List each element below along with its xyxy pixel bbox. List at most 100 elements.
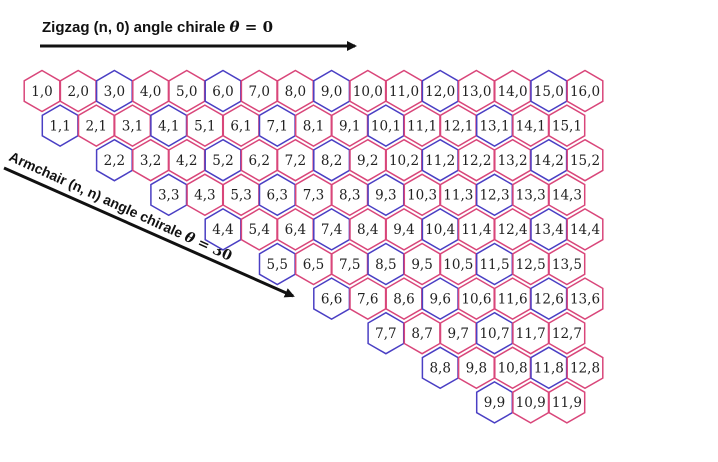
hex-label: 11,0 bbox=[389, 84, 419, 100]
hex-outline bbox=[548, 104, 586, 147]
hex-cell-8-0: 8,0 bbox=[276, 69, 314, 113]
hex-label: 10,1 bbox=[371, 118, 401, 134]
hex-label: 14,1 bbox=[516, 118, 546, 134]
hex-cell-2-1: 2,1 bbox=[77, 104, 115, 147]
hex-cell-13-6: 13,6 bbox=[566, 277, 604, 320]
hex-cell-10-6: 10,6 bbox=[457, 277, 495, 320]
hex-cell-5-1: 5,1 bbox=[186, 104, 224, 147]
hex-cell-10-2: 10,2 bbox=[385, 138, 423, 182]
hex-cell-15-2: 15,2 bbox=[566, 138, 604, 182]
hex-label: 11,8 bbox=[534, 361, 564, 377]
hex-cell-10-9: 10,9 bbox=[512, 381, 550, 424]
hex-label: 3,3 bbox=[158, 188, 179, 204]
hex-label: 9,5 bbox=[411, 257, 432, 273]
hex-label: 12,7 bbox=[552, 326, 582, 342]
hex-cell-12-4: 12,4 bbox=[494, 208, 532, 251]
hex-cell-12-6: 12,6 bbox=[530, 277, 568, 320]
hex-label: 5,1 bbox=[194, 118, 215, 134]
hex-label: 12,1 bbox=[443, 118, 473, 134]
hex-cell-6-6: 6,6 bbox=[313, 277, 351, 320]
hex-label: 6,0 bbox=[212, 84, 233, 100]
hex-cell-10-8: 10,8 bbox=[494, 346, 532, 390]
hex-label: 3,1 bbox=[122, 118, 143, 134]
hex-cell-9-8: 9,8 bbox=[457, 346, 495, 390]
hex-label: 6,6 bbox=[321, 291, 342, 307]
hex-cell-9-9: 9,9 bbox=[475, 381, 514, 424]
hex-cell-2-2: 2,2 bbox=[95, 138, 133, 182]
hex-cell-10-4: 10,4 bbox=[421, 208, 459, 251]
hex-cell-10-0: 10,0 bbox=[349, 69, 387, 113]
hex-outline bbox=[566, 138, 604, 182]
hex-cell-13-0: 13,0 bbox=[457, 69, 495, 113]
hex-cell-4-0: 4,0 bbox=[132, 69, 170, 113]
hex-cell-14-0: 14,0 bbox=[494, 69, 532, 113]
hex-label: 11,9 bbox=[552, 395, 582, 411]
hex-label: 9,9 bbox=[484, 395, 505, 411]
hex-cell-5-2: 5,2 bbox=[204, 138, 242, 182]
hex-label: 8,2 bbox=[321, 153, 342, 169]
hex-label: 10,4 bbox=[425, 222, 455, 238]
hex-cell-15-0: 15,0 bbox=[530, 69, 568, 113]
hex-cell-6-1: 6,1 bbox=[222, 104, 260, 147]
hex-cell-8-7: 8,7 bbox=[403, 311, 441, 355]
hex-cell-1-1: 1,1 bbox=[41, 104, 79, 147]
hex-label: 4,0 bbox=[140, 84, 161, 100]
hex-label: 11,3 bbox=[443, 188, 473, 204]
hex-cell-12-3: 12,3 bbox=[475, 173, 514, 217]
hex-label: 10,7 bbox=[479, 326, 509, 342]
hex-cell-8-6: 8,6 bbox=[385, 277, 423, 320]
hex-cell-15-1: 15,1 bbox=[548, 104, 586, 147]
hex-cell-14-1: 14,1 bbox=[512, 104, 550, 147]
zigzag-theta: θ bbox=[230, 18, 240, 36]
hex-label: 7,0 bbox=[248, 84, 269, 100]
hex-label: 10,3 bbox=[407, 188, 437, 204]
hex-label: 14,3 bbox=[552, 188, 582, 204]
hex-cell-4-4: 4,4 bbox=[204, 208, 242, 251]
hex-cell-7-1: 7,1 bbox=[258, 104, 296, 147]
hex-cell-6-3: 6,3 bbox=[258, 173, 296, 217]
hex-cell-8-4: 8,4 bbox=[349, 208, 387, 251]
hex-label: 12,4 bbox=[498, 222, 528, 238]
hex-cell-4-1: 4,1 bbox=[150, 104, 188, 147]
hex-label: 13,6 bbox=[570, 291, 600, 307]
hex-label: 8,4 bbox=[357, 222, 378, 238]
hex-label: 9,1 bbox=[339, 118, 360, 134]
hex-label: 4,1 bbox=[158, 118, 179, 134]
hex-label: 8,1 bbox=[303, 118, 324, 134]
hex-cell-10-3: 10,3 bbox=[403, 173, 441, 217]
hex-cell-6-5: 6,5 bbox=[294, 242, 333, 286]
hex-cell-9-1: 9,1 bbox=[331, 104, 369, 147]
zigzag-label-prefix: Zigzag (n, 0) angle chirale bbox=[42, 19, 230, 36]
hex-cell-9-0: 9,0 bbox=[313, 69, 351, 113]
hex-outline bbox=[548, 242, 586, 286]
hex-label: 14,4 bbox=[570, 222, 600, 238]
hex-label: 10,5 bbox=[443, 257, 473, 273]
hex-cell-10-7: 10,7 bbox=[475, 311, 514, 355]
hex-label: 13,4 bbox=[534, 222, 564, 238]
hex-cell-14-4: 14,4 bbox=[566, 208, 604, 251]
hex-label: 12,8 bbox=[570, 361, 600, 377]
hex-label: 10,9 bbox=[516, 395, 546, 411]
hex-cell-9-5: 9,5 bbox=[403, 242, 441, 286]
hex-cell-12-2: 12,2 bbox=[457, 138, 495, 182]
armchair-arrow bbox=[3, 166, 295, 298]
hex-cell-12-8: 12,8 bbox=[566, 346, 604, 390]
hex-label: 11,2 bbox=[425, 153, 455, 169]
hex-cell-7-6: 7,6 bbox=[349, 277, 387, 320]
hex-label: 9,4 bbox=[393, 222, 414, 238]
hex-cell-11-6: 11,6 bbox=[494, 277, 532, 320]
hex-cell-10-5: 10,5 bbox=[439, 242, 477, 286]
hex-outline bbox=[548, 311, 586, 355]
hex-label: 3,2 bbox=[140, 153, 161, 169]
hex-cell-5-4: 5,4 bbox=[240, 208, 278, 251]
hex-cell-8-3: 8,3 bbox=[331, 173, 369, 217]
hex-cell-11-4: 11,4 bbox=[457, 208, 495, 251]
hex-cell-13-1: 13,1 bbox=[475, 104, 514, 147]
hex-label: 8,7 bbox=[411, 326, 432, 342]
hex-cell-12-5: 12,5 bbox=[512, 242, 550, 286]
hex-cell-11-2: 11,2 bbox=[421, 138, 459, 182]
hex-cell-9-6: 9,6 bbox=[421, 277, 459, 320]
hex-cell-8-2: 8,2 bbox=[313, 138, 351, 182]
hex-cell-1-0: 1,0 bbox=[23, 69, 61, 113]
